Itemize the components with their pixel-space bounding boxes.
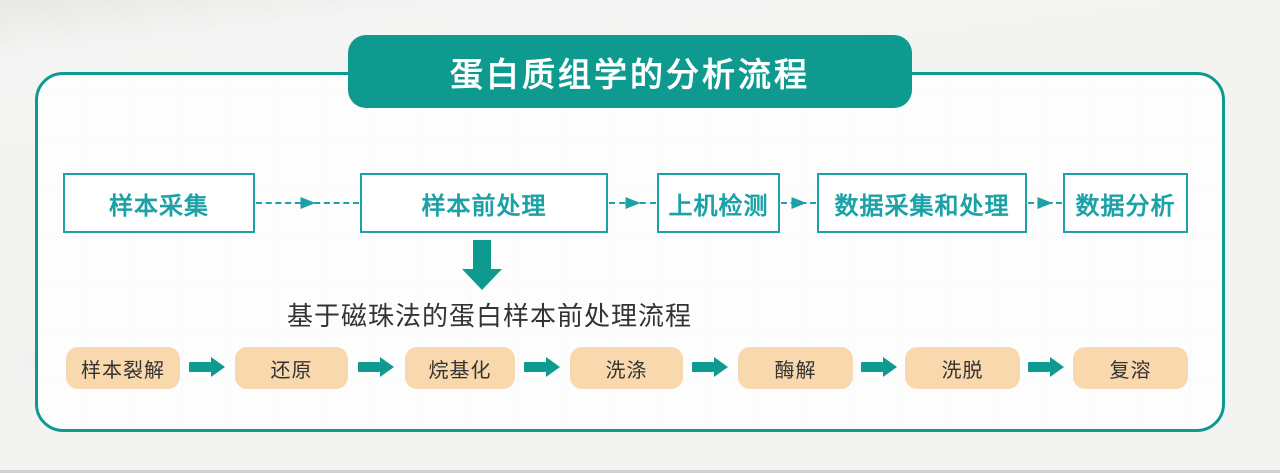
pretreatment-step-label: 烷基化 [428,357,492,382]
pretreatment-subtitle: 基于磁珠法的蛋白样本前处理流程 [287,302,693,332]
pretreatment-step-label: 还原 [270,357,313,382]
right-arrow-icon [692,357,728,377]
diagram-title: 蛋白质组学的分析流程 [450,54,810,94]
right-arrow-icon [1028,357,1064,377]
pretreatment-step-label: 酶解 [774,357,817,382]
right-arrow-icon [861,357,897,377]
flow-step-data-analysis: 数据分析 [1063,173,1188,233]
dashed-arrow-connector [781,202,816,204]
pretreatment-step-label: 样本裂解 [81,357,165,382]
pretreatment-step-label: 复溶 [1109,357,1152,382]
dashed-arrow-connector [609,202,656,204]
flow-step-label: 数据分析 [1075,191,1176,220]
flow-step-label: 数据采集和处理 [834,191,1010,220]
pretreatment-step-digestion: 酶解 [738,347,853,389]
pretreatment-step-elution: 洗脱 [905,347,1020,389]
pretreatment-step-lysis: 样本裂解 [66,347,180,389]
pretreatment-step-label: 洗脱 [941,357,984,382]
right-arrow-icon [358,357,394,377]
pretreatment-step-reduction: 还原 [235,347,348,389]
pretreatment-step-label: 洗涤 [605,357,648,382]
flow-step-sample-pretreatment: 样本前处理 [360,173,608,233]
dashed-arrow-connector [1028,202,1062,204]
diagram-title-banner: 蛋白质组学的分析流程 [348,35,912,108]
flow-step-instrument-detection: 上机检测 [657,173,780,233]
pretreatment-step-redissolution: 复溶 [1073,347,1188,389]
flow-step-label: 样本采集 [109,191,209,220]
right-arrow-icon [524,357,560,377]
dashed-arrow-connector [256,202,359,204]
pretreatment-step-washing: 洗涤 [570,347,683,389]
flow-step-sample-collection: 样本采集 [63,173,255,233]
flow-step-label: 样本前处理 [421,191,547,220]
flow-step-data-acquisition: 数据采集和处理 [817,173,1027,233]
right-arrow-icon [189,357,225,377]
down-arrow-icon [462,240,502,290]
flow-step-label: 上机检测 [668,191,769,220]
pretreatment-step-alkylation: 烷基化 [405,347,515,389]
